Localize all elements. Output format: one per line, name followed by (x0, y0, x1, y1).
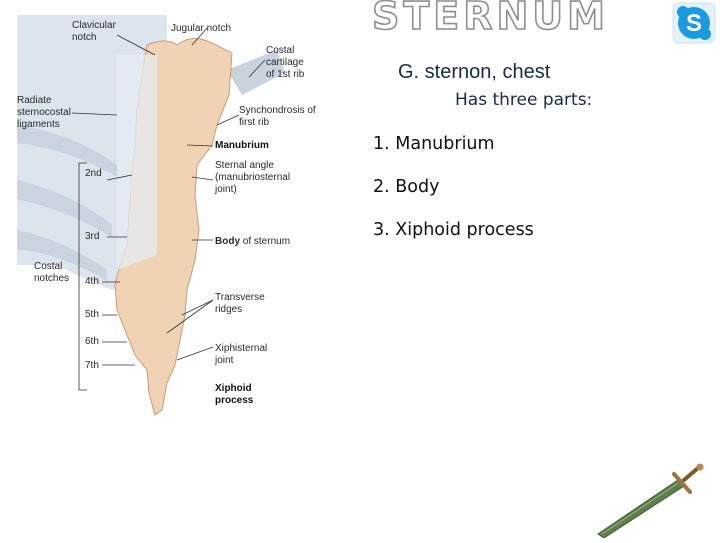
sternum-figure: Clavicular notch Jugular notch Costal ca… (17, 15, 353, 420)
sword-icon (592, 462, 710, 538)
label-jugular-notch: Jugular notch (171, 23, 231, 35)
label-rib-6th: 6th (85, 336, 99, 348)
label-costal-notches: Costal notches (34, 261, 69, 285)
label-costal-cartilage: Costal cartilage of 1st rib (266, 45, 304, 81)
label-clavicular-notch: Clavicular notch (72, 20, 116, 44)
label-manubrium: Manubrium (215, 140, 269, 152)
label-body-bold: Body (215, 236, 240, 247)
ligament-overlay (117, 55, 157, 270)
label-rib-7th: 7th (85, 360, 99, 372)
label-xiphisternal-joint: Xiphisternal joint (215, 343, 267, 367)
slide-intro: Has three parts: (455, 90, 592, 110)
list-item: 2. Body (373, 175, 534, 218)
label-xiphoid-process: Xiphoid process (215, 383, 253, 407)
label-body-rest: of sternum (240, 236, 290, 247)
svg-text:S: S (686, 10, 702, 37)
slide-title: STERNUM (372, 0, 609, 38)
label-rib-3rd: 3rd (85, 231, 99, 243)
skype-logo-icon: S (670, 0, 718, 46)
label-rib-5th: 5th (85, 309, 99, 321)
label-rib-4th: 4th (85, 276, 99, 288)
slide-subtitle: G. sternon, chest (398, 61, 550, 84)
label-rib-2nd: 2nd (85, 168, 102, 180)
list-item: 3. Xiphoid process (373, 218, 534, 261)
label-synchondrosis: Synchondrosis of first rib (239, 105, 316, 129)
label-radiate-ligaments: Radiate sternocostal ligaments (17, 95, 71, 131)
label-body-of-sternum: Body of sternum (215, 236, 290, 248)
label-sternal-angle: Sternal angle (manubriosternal joint) (215, 160, 290, 196)
parts-list: 1. Manubrium 2. Body 3. Xiphoid process (373, 132, 534, 261)
label-transverse-ridges: Transverse ridges (215, 292, 265, 316)
list-item: 1. Manubrium (373, 132, 534, 175)
